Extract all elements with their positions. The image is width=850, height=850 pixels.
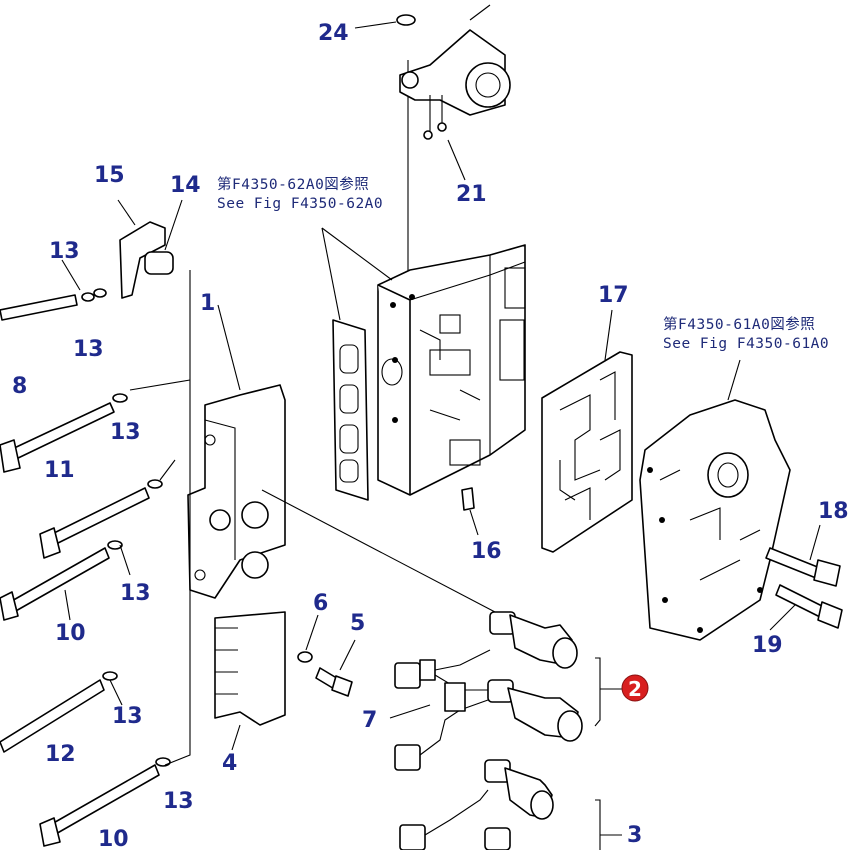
bolt-5 [315, 639, 356, 697]
callout-10-b: 10 [98, 827, 129, 850]
solenoid-valve-3 [399, 759, 622, 850]
callout-13-e: 13 [112, 704, 143, 729]
bolt-row-1 [0, 288, 107, 321]
bolt-8 [0, 393, 128, 473]
callout-7: 7 [362, 708, 377, 733]
callout-2-badge: 2 [621, 674, 649, 702]
bolt-11 [39, 479, 163, 559]
separator-plate-17 [541, 351, 633, 553]
bracket-2-leader [594, 657, 601, 727]
callout-14: 14 [170, 173, 201, 198]
wire-harness-7 [389, 649, 491, 771]
bracket-15 [117, 199, 166, 299]
bracket-4 [214, 611, 286, 751]
leader-13f-box [164, 590, 191, 766]
callout-24: 24 [318, 21, 349, 46]
callout-13-b: 13 [73, 337, 104, 362]
solenoid-valve-lower [487, 679, 583, 742]
reference-note-1-en: See Fig F4350-62A0 [217, 196, 383, 212]
callout-19: 19 [752, 633, 783, 658]
washer-6 [297, 614, 319, 663]
bolt-10a [0, 540, 123, 621]
leader-ref1-b [321, 227, 341, 321]
gasket-left-of-body [332, 319, 369, 501]
leader-13a [61, 259, 81, 291]
leader-ref1-a [321, 227, 393, 281]
callout-13-f: 13 [163, 789, 194, 814]
callout-18: 18 [818, 499, 849, 524]
bolt-10b [39, 757, 171, 847]
leader-21 [447, 139, 466, 181]
callout-10-a: 10 [55, 621, 86, 646]
bolt-12 [0, 671, 118, 753]
valve-block-1 [187, 384, 286, 599]
leader-13e [109, 679, 123, 706]
bolt-19 [775, 584, 843, 629]
callout-13-c: 13 [110, 420, 141, 445]
callout-17: 17 [598, 283, 629, 308]
callout-5: 5 [350, 611, 365, 636]
callout-11: 11 [44, 458, 75, 483]
bolt-18 [765, 547, 841, 587]
callout-13-d: 13 [120, 581, 151, 606]
leader-ref2 [727, 359, 741, 401]
callout-15: 15 [94, 163, 125, 188]
right-valve-body [639, 399, 791, 641]
leader-13c [159, 459, 176, 481]
leader-18 [809, 524, 821, 561]
callout-12: 12 [45, 742, 76, 767]
spacer-14 [144, 199, 183, 275]
callout-16: 16 [471, 539, 502, 564]
callout-3: 3 [627, 823, 642, 848]
callout-1: 1 [200, 291, 215, 316]
leader-13b [129, 379, 191, 391]
callout-8: 8 [12, 374, 27, 399]
plug-16 [461, 487, 479, 536]
reference-note-2-jp: 第F4350-61A0図参照 [663, 315, 815, 333]
leader-17 [604, 309, 613, 361]
solenoid-valve-upper [489, 611, 578, 669]
callout-13-a: 13 [49, 239, 80, 264]
callout-2: 2 [628, 677, 642, 701]
reference-note-2-en: See Fig F4350-61A0 [663, 336, 829, 352]
callout-4: 4 [222, 751, 237, 776]
leader-13d [119, 544, 131, 576]
leader-24 [354, 21, 397, 29]
solenoid-assembly-top [396, 4, 511, 285]
main-valve-body [377, 244, 526, 496]
callout-21: 21 [456, 182, 487, 207]
leader-19 [769, 604, 796, 631]
leader-block1-solenoid [261, 489, 496, 613]
leader-10a [64, 589, 71, 621]
leader-1 [217, 304, 241, 391]
callout-6: 6 [313, 591, 328, 616]
reference-note-1-jp: 第F4350-62A0図参照 [217, 175, 369, 193]
